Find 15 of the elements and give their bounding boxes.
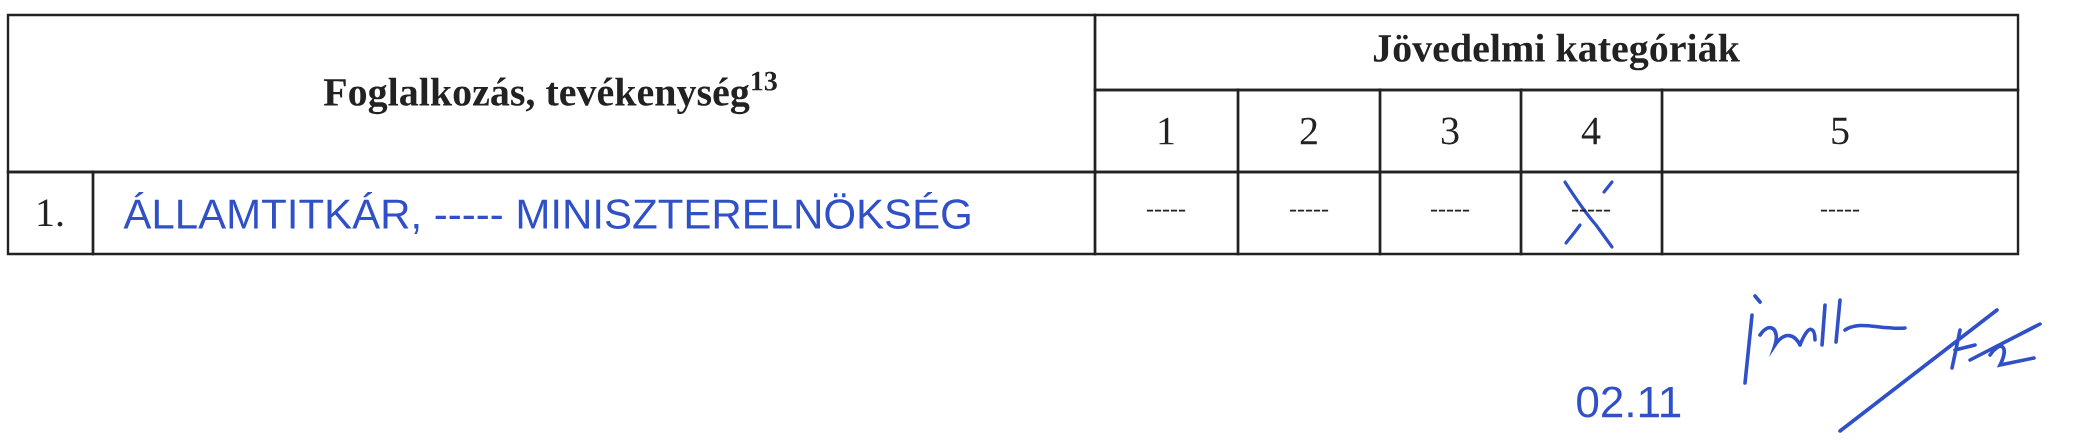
table-cell: -----: [1236, 170, 1382, 256]
table-cell: -----: [1093, 170, 1240, 256]
table-cell: ÁLLAMTITKÁR, ----- MINISZTERELNÖKSÉG: [91, 170, 1097, 256]
table-cell: 2: [1236, 88, 1382, 174]
table-cell: Foglalkozás, tevékenység$^{13}$: [6, 13, 1097, 174]
table-cell: -----: [1519, 170, 1664, 256]
table-cell: 1: [1093, 88, 1240, 174]
table-cell: -----: [1378, 170, 1523, 256]
table-cell: 5: [1660, 88, 2020, 174]
handwritten-date: 02.11: [1577, 386, 1681, 418]
table-cell: 4: [1519, 88, 1664, 174]
table-cell: 1.: [6, 170, 95, 256]
table-cell: 3: [1378, 88, 1523, 174]
table-cell: -----: [1660, 170, 2020, 256]
table-cell: Jövedelmi kategóriák: [1093, 13, 2020, 92]
